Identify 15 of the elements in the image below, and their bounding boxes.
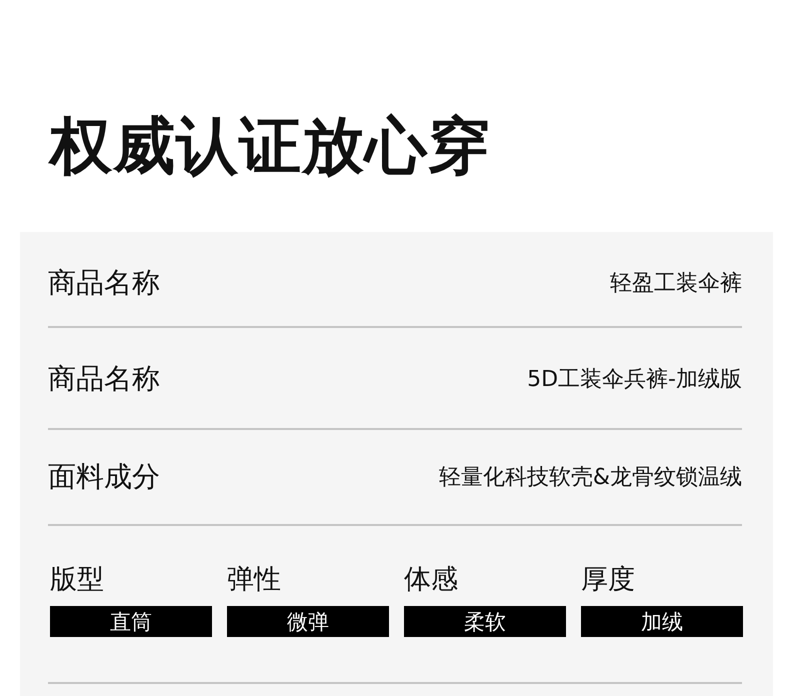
attribute-heading: 厚度 [581,564,636,596]
spec-label: 面料成分 [48,459,160,495]
attribute-tag: 微弹 [227,606,389,637]
attribute-tag: 直筒 [50,606,212,637]
spec-label: 商品名称 [48,361,160,397]
page-title: 权威认证放心穿 [50,112,491,180]
attribute-tag: 加绒 [581,606,743,637]
spec-value: 轻盈工装伞裤 [610,270,742,298]
spec-label: 商品名称 [48,265,160,301]
attribute-tag: 柔软 [404,606,566,637]
attribute-heading: 体感 [404,564,459,596]
spec-value: 5D工装伞兵裤-加绒版 [527,366,742,394]
attribute-heading: 版型 [50,564,105,596]
attribute-heading: 弹性 [227,564,282,596]
spec-value: 轻量化科技软壳&龙骨纹锁温绒 [438,464,742,492]
